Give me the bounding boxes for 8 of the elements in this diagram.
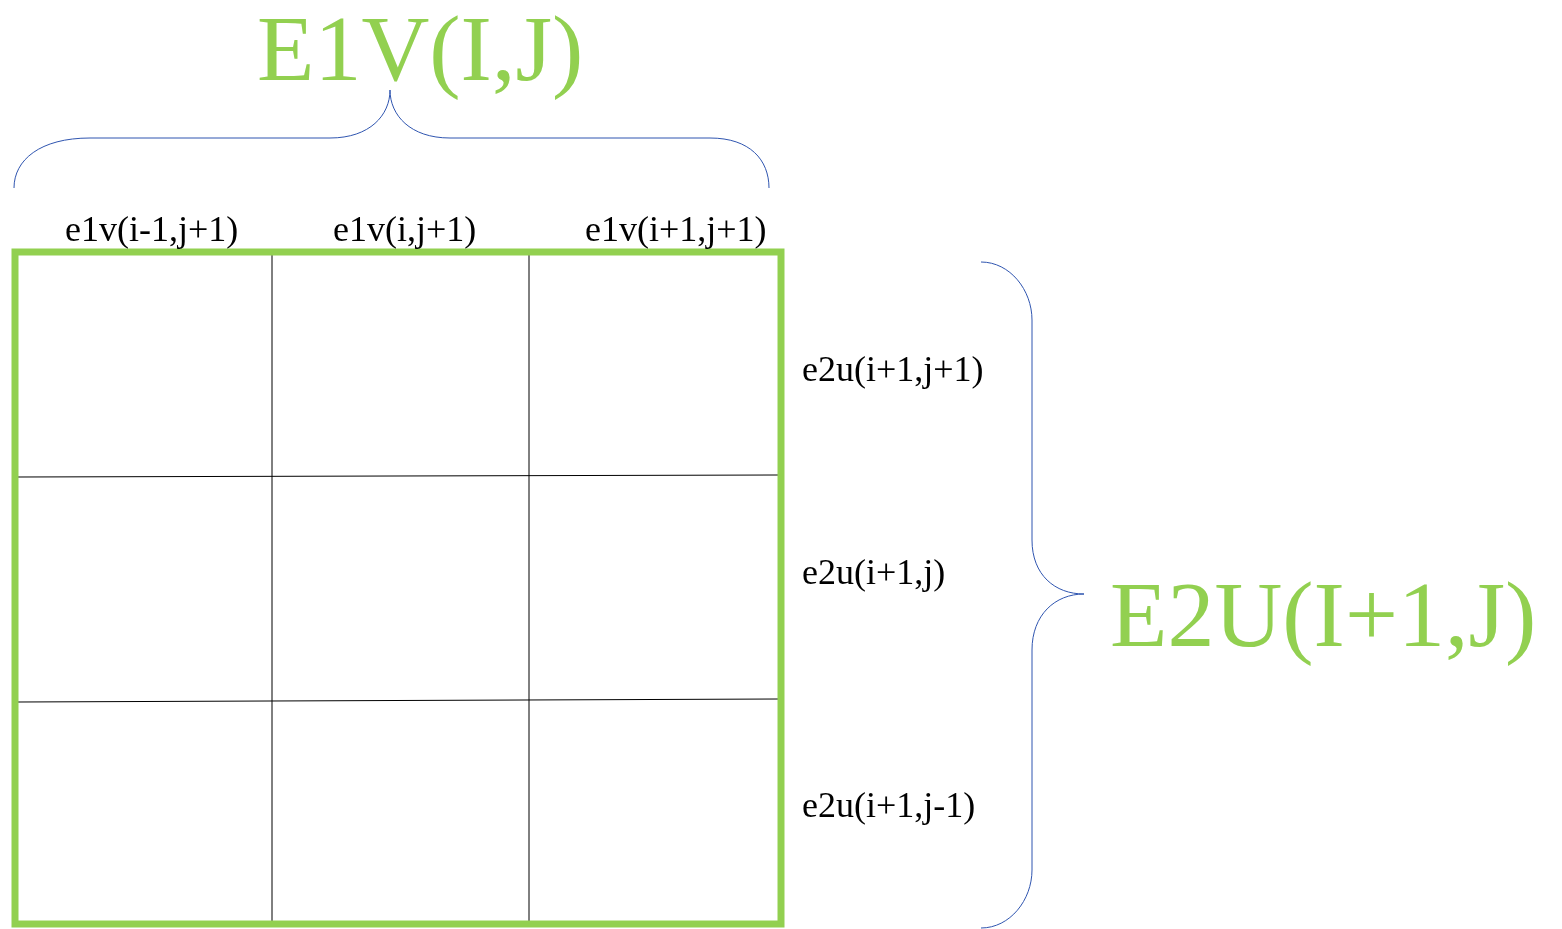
axis-label: e1v(i,j+1) (333, 209, 477, 251)
axis-label: e1v(i+1,j+1) (585, 209, 767, 251)
axis-label: e2u(i+1,j+1) (802, 349, 984, 391)
group-label: E2U(I+1,J) (1110, 561, 1537, 668)
axis-label: e2u(i+1,j-1) (802, 785, 976, 827)
axis-label: e1v(i-1,j+1) (65, 209, 239, 251)
axis-label: e2u(i+1,j) (802, 552, 946, 594)
group-label: E1V(I,J) (257, 0, 584, 102)
